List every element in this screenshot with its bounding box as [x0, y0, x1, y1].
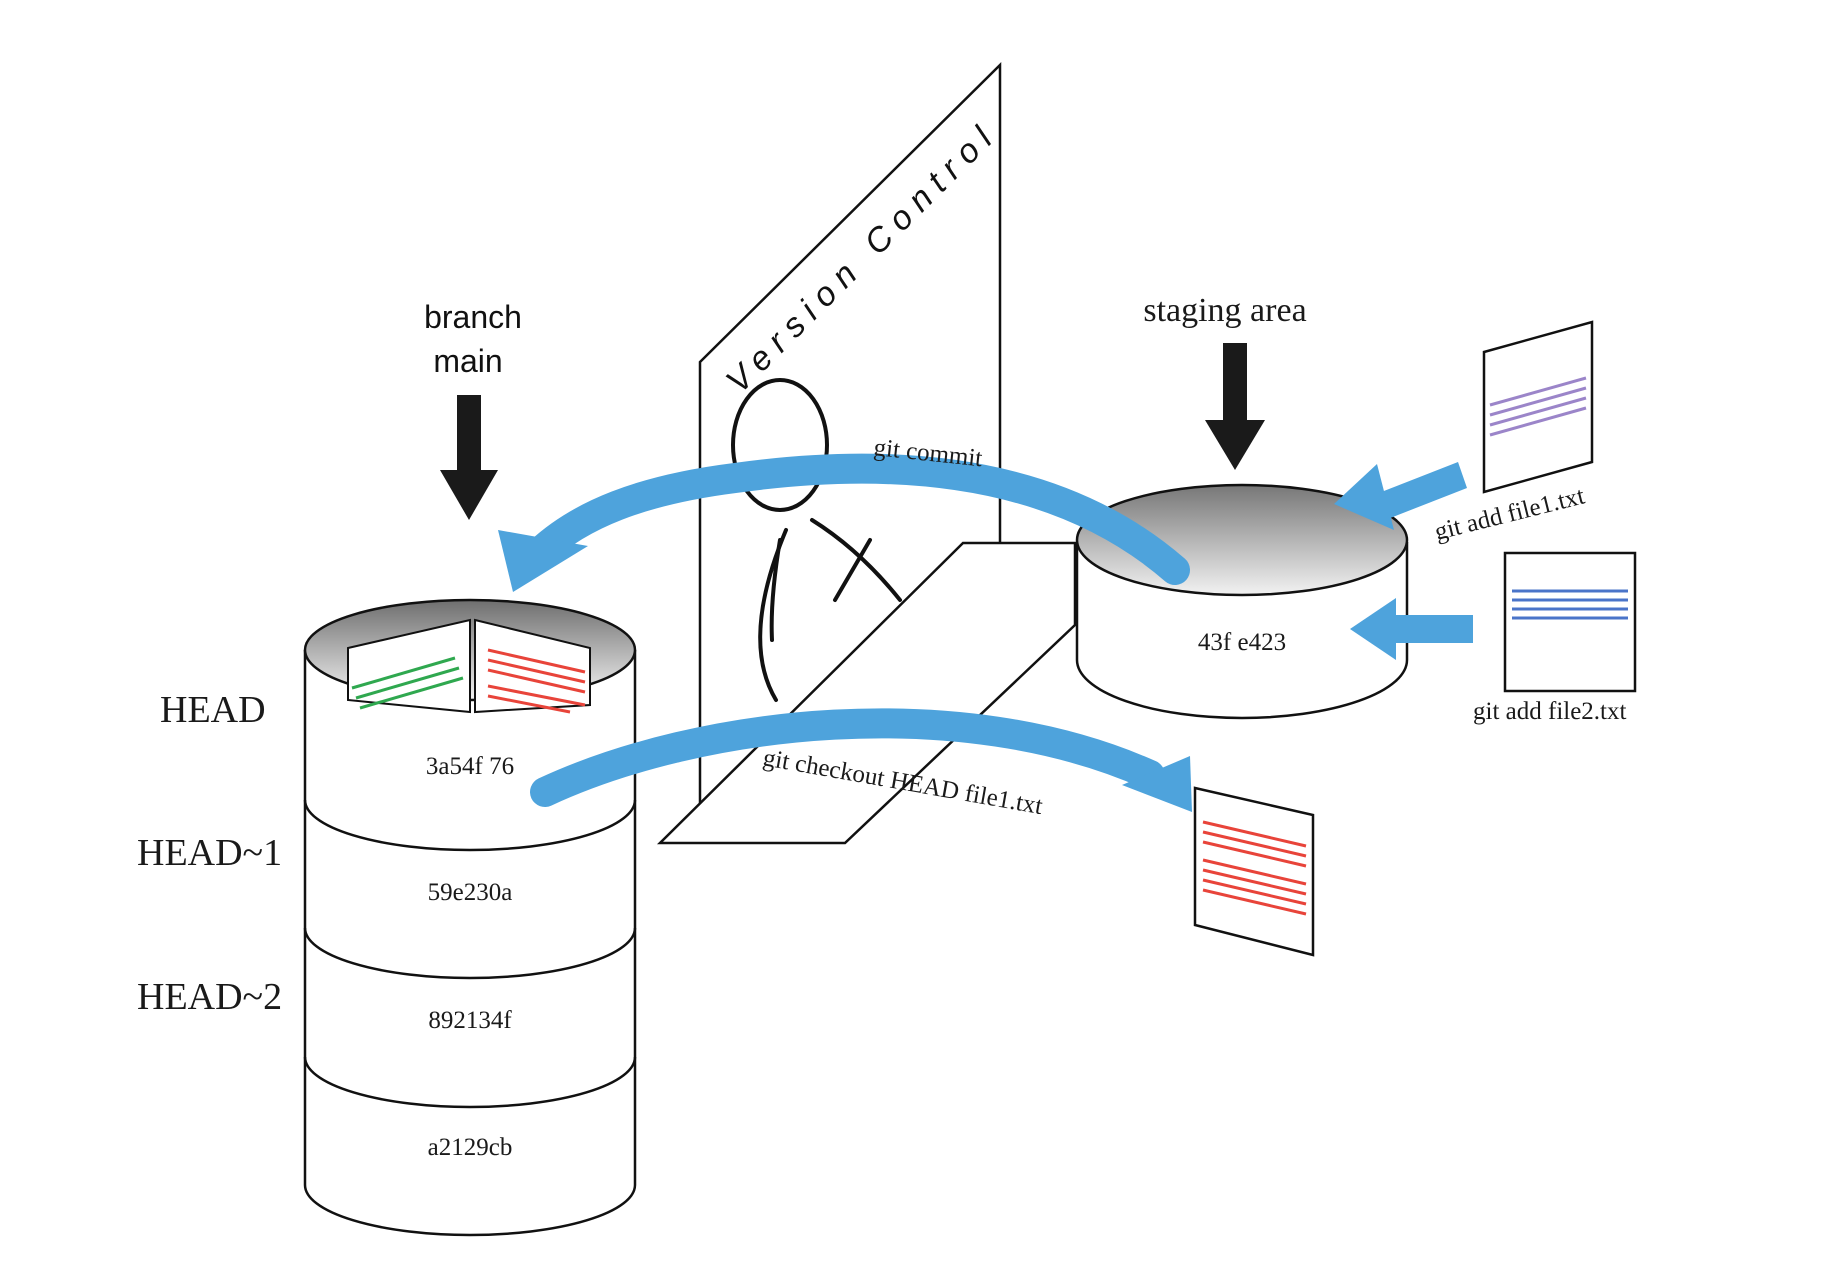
head-2-label: HEAD~2: [137, 976, 282, 1018]
add-file1-arrow: [1334, 462, 1467, 530]
curved-arrow-icon: [498, 453, 1190, 592]
document-icon: [1482, 320, 1594, 494]
head-1-label: HEAD~1: [137, 832, 282, 874]
down-arrow-icon: [1205, 343, 1265, 470]
branch-documents: [347, 618, 591, 714]
down-arrow-icon: [440, 395, 498, 520]
head-label: HEAD: [160, 689, 266, 731]
commit-hash-3: a2129cb: [428, 1134, 513, 1161]
document-icon: [1193, 786, 1315, 957]
staging-area-label: staging area: [1143, 292, 1306, 329]
commit-hash-1: 59e230a: [428, 879, 513, 906]
commit-hash-0: 3a54f 76: [426, 753, 514, 780]
curved-arrow-icon: [530, 708, 1192, 812]
add-file2-arrow: [1350, 598, 1473, 660]
branch-label-line2: main: [433, 343, 502, 379]
staging-cylinder: [1075, 483, 1409, 720]
commit-hash-2: 892134f: [428, 1007, 512, 1034]
staging-commit-hash: 43f e423: [1198, 629, 1286, 656]
branch-label-line1: branch: [424, 299, 522, 335]
document-icon: [1503, 551, 1637, 693]
git-add-file2-label: git add file2.txt: [1473, 698, 1626, 725]
